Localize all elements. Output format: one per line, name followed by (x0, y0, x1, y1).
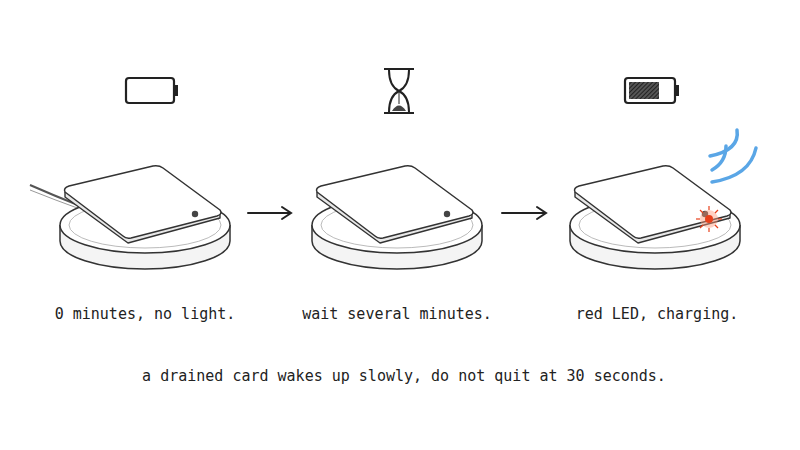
card (575, 166, 732, 243)
card (317, 166, 474, 243)
step-label: 0 minutes, no light. (55, 304, 236, 324)
step-label: red LED, charging. (576, 304, 739, 324)
step-arrow (248, 207, 291, 219)
full-battery-icon (625, 78, 679, 103)
card (65, 166, 222, 243)
red-led (696, 206, 722, 232)
wireless-waves (710, 130, 756, 182)
step-label: wait several minutes. (302, 304, 492, 324)
empty-battery-icon (126, 78, 178, 103)
step-arrow (502, 207, 546, 219)
caption-note: a drained card wakes up slowly, do not q… (142, 366, 666, 386)
hourglass-icon (384, 69, 414, 113)
